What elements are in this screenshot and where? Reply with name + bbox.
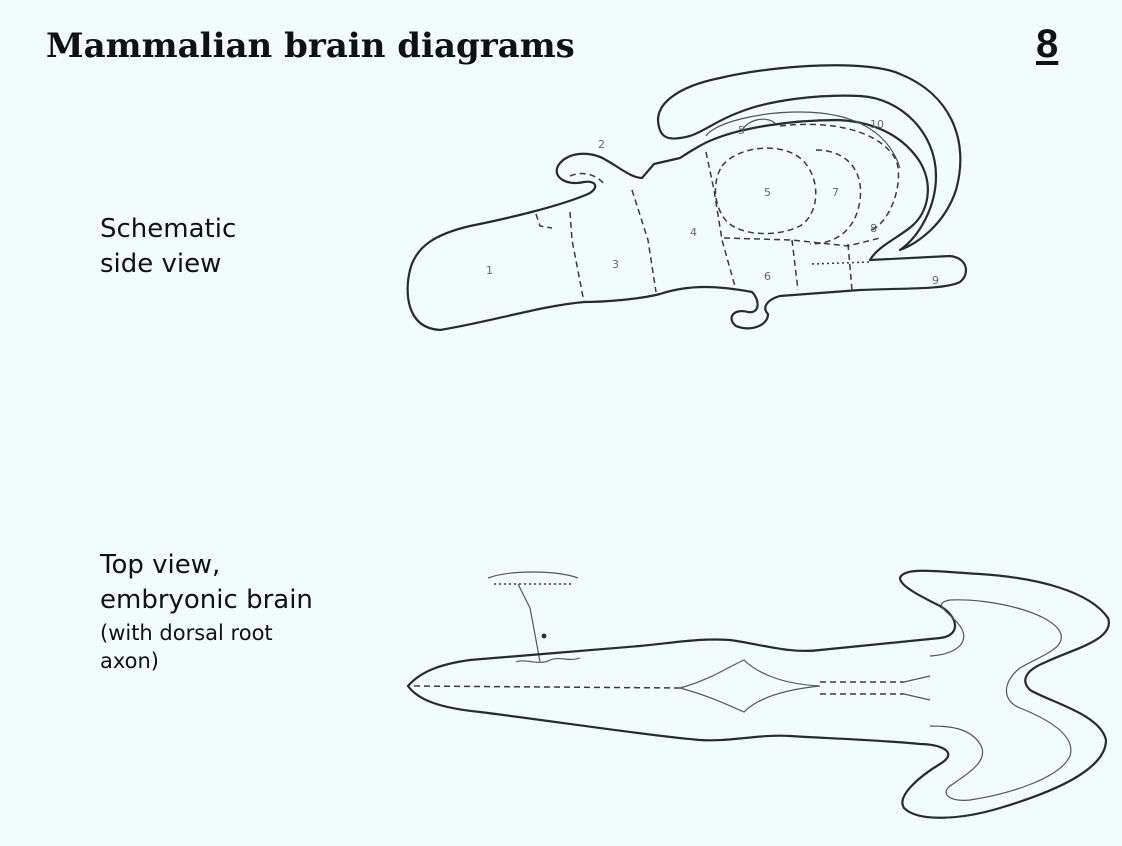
region-number-9: 9 — [932, 274, 939, 287]
dorsal-root-ganglion-arc — [488, 572, 578, 578]
region-number-7: 7 — [832, 186, 839, 199]
neural-tube-outline — [408, 571, 1109, 818]
region-number-4: 4 — [690, 226, 697, 239]
region-number-2: 2 — [598, 138, 605, 151]
central-canal — [414, 686, 680, 688]
side-view-diagram: 1 2 3 4 5 6 7 8 9 10 5 — [408, 65, 966, 330]
division-1-2 — [570, 212, 584, 302]
division-6-7 — [792, 240, 798, 290]
division-4-5 — [706, 152, 736, 290]
top-view-diagram — [408, 571, 1109, 818]
dorsal-root-axon — [518, 584, 540, 662]
fourth-ventricle-diamond — [680, 660, 820, 712]
region-9-dotted — [812, 262, 870, 264]
region-number-1: 1 — [486, 264, 493, 277]
region-number-3: 3 — [612, 258, 619, 271]
region-number-5-small: 5 — [738, 124, 745, 137]
region-10-boundary — [780, 124, 899, 230]
region-number-10: 10 — [870, 118, 884, 131]
division-7-8 — [848, 244, 852, 290]
third-ventricle-line — [904, 676, 930, 700]
axon-terminal — [516, 658, 580, 662]
region-number-8: 8 — [870, 222, 877, 235]
division-3-4 — [632, 190, 656, 292]
side-view-outline — [408, 120, 966, 330]
region-number-5: 5 — [764, 186, 771, 199]
region-number-6: 6 — [764, 270, 771, 283]
division-short — [536, 214, 552, 228]
ventral-boundary — [724, 238, 880, 246]
axon-cell-body — [542, 634, 547, 639]
